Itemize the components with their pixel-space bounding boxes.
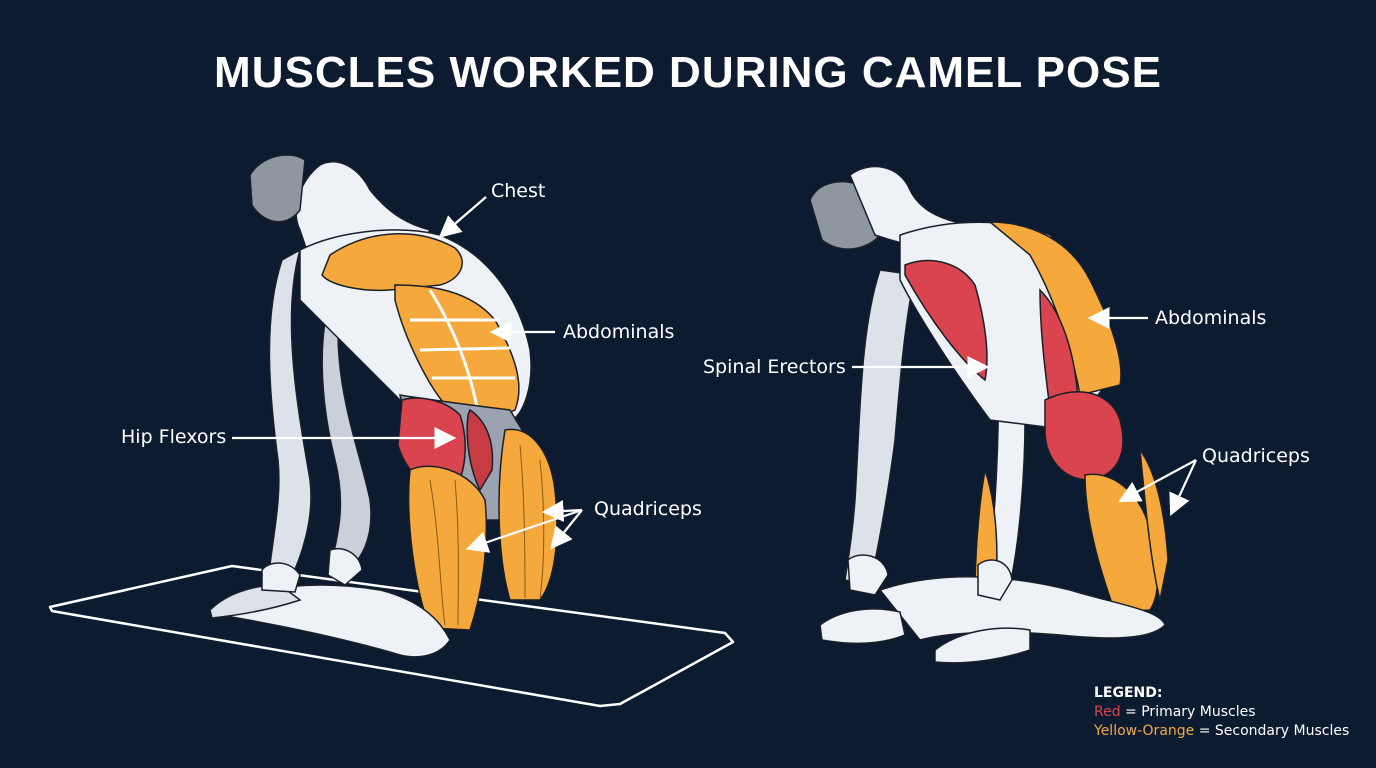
label-abdominals-left: Abdominals xyxy=(563,321,675,343)
left-figure xyxy=(209,154,558,658)
legend-heading: LEGEND: xyxy=(1094,685,1163,701)
right-figure xyxy=(809,165,1169,664)
label-abdominals-right: Abdominals xyxy=(1155,307,1267,329)
leader-lines xyxy=(232,196,1197,553)
legend-primary-color: Red xyxy=(1094,704,1121,720)
page-title: MUSCLES WORKED DURING CAMEL POSE xyxy=(214,48,1162,97)
label-chest: Chest xyxy=(491,180,546,202)
label-quadriceps-left: Quadriceps xyxy=(594,498,702,520)
legend-primary: Red = Primary Muscles xyxy=(1094,703,1349,722)
legend-secondary-text: = Secondary Muscles xyxy=(1194,723,1350,739)
yoga-mat xyxy=(48,564,735,708)
legend-secondary: Yellow-Orange = Secondary Muscles xyxy=(1094,722,1349,741)
legend-primary-text: = Primary Muscles xyxy=(1120,704,1256,720)
legend: LEGEND: Red = Primary Muscles Yellow-Ora… xyxy=(1094,684,1349,741)
legend-secondary-color: Yellow-Orange xyxy=(1094,723,1195,739)
label-hip-flexors: Hip Flexors xyxy=(121,426,227,448)
label-quadriceps-right: Quadriceps xyxy=(1202,445,1310,467)
label-spinal-erectors: Spinal Erectors xyxy=(703,356,846,378)
